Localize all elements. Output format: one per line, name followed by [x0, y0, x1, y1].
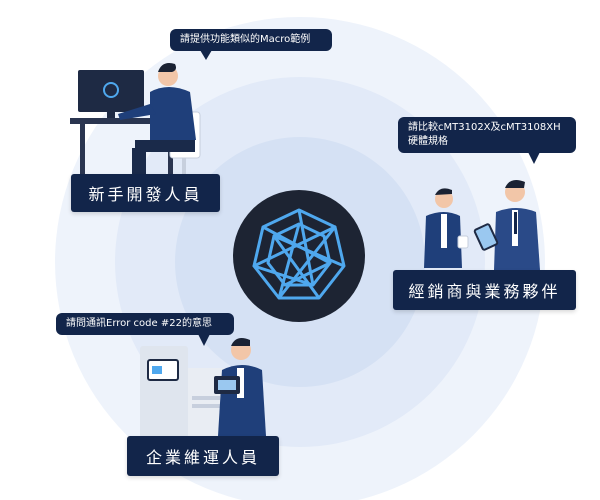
- distributor-question-bubble: 請比較cMT3102X及cMT3108XH 硬體規格: [398, 117, 576, 153]
- maintenance-role-label: 企業維運人員: [127, 436, 279, 476]
- maintenance-question-text: 請問通訊Error code #22的意思: [66, 318, 212, 329]
- maintenance-bubble-tail: [198, 334, 210, 346]
- distributor-question-line1: 請比較cMT3102X及cMT3108XH: [408, 122, 561, 133]
- developer-role-text: 新手開發人員: [88, 185, 203, 204]
- developer-bubble-tail: [200, 50, 212, 60]
- developer-role-label: 新手開發人員: [71, 174, 220, 212]
- heptagon-star-logo-icon: [233, 190, 365, 322]
- maintenance-illustration: [140, 338, 266, 438]
- developer-question-bubble: 請提供功能類似的Macro範例: [170, 29, 332, 51]
- developer-question-text: 請提供功能類似的Macro範例: [180, 34, 311, 45]
- distributor-role-text: 經銷商與業務夥伴: [408, 282, 561, 301]
- distributor-role-label: 經銷商與業務夥伴: [393, 270, 576, 310]
- distributor-bubble-tail: [528, 152, 540, 164]
- maintenance-question-bubble: 請問通訊Error code #22的意思: [56, 313, 234, 335]
- distributor-question-line2: 硬體規格: [408, 136, 448, 147]
- business-partners-illustration: [424, 180, 540, 270]
- developer-illustration: [70, 63, 201, 180]
- maintenance-role-text: 企業維運人員: [145, 448, 260, 467]
